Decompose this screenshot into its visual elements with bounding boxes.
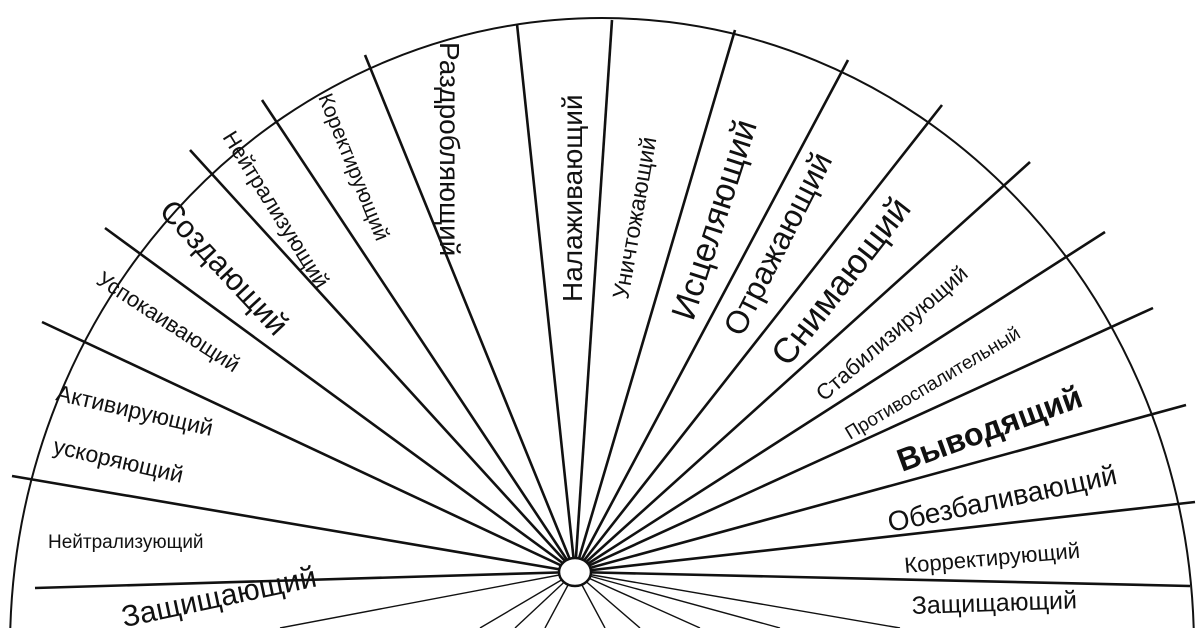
label-protect-left: Защищающий bbox=[119, 561, 320, 628]
divider bbox=[573, 104, 944, 573]
divider bbox=[515, 23, 577, 573]
divider bbox=[574, 230, 1106, 574]
divider bbox=[574, 571, 781, 628]
divider bbox=[279, 571, 576, 628]
label-activate: Активирующий bbox=[54, 380, 216, 441]
label-crush: Раздробляющий bbox=[434, 42, 465, 256]
label-destroy: Уничтожающий bbox=[607, 135, 661, 301]
divider bbox=[573, 29, 737, 573]
label-accelerate: ускоряющий bbox=[51, 433, 186, 488]
divider bbox=[573, 19, 614, 573]
center-circle bbox=[557, 556, 593, 588]
label-neutralize-left: Нейтрализующий bbox=[48, 532, 204, 553]
label-adjust: Налаживающий bbox=[557, 94, 588, 302]
label-protect-right: Защищающий bbox=[911, 586, 1077, 620]
divider bbox=[104, 226, 576, 574]
divider bbox=[11, 474, 576, 574]
divider bbox=[574, 500, 1196, 574]
divider bbox=[574, 161, 1031, 573]
outer-arc bbox=[9, 17, 1195, 628]
divider bbox=[34, 570, 576, 590]
divider bbox=[574, 306, 1154, 574]
sector-dividers bbox=[11, 19, 1196, 628]
divider bbox=[574, 403, 1187, 574]
label-correct-2: Корректирующий bbox=[903, 538, 1081, 578]
label-correct-1: Коректирующий bbox=[313, 90, 393, 244]
divider bbox=[573, 59, 850, 573]
divider bbox=[574, 571, 901, 628]
divider bbox=[479, 571, 576, 628]
divider bbox=[189, 149, 576, 573]
divider bbox=[41, 320, 576, 574]
divider bbox=[260, 99, 577, 573]
divider bbox=[574, 570, 1191, 588]
divider bbox=[363, 54, 577, 573]
divider bbox=[574, 571, 701, 628]
